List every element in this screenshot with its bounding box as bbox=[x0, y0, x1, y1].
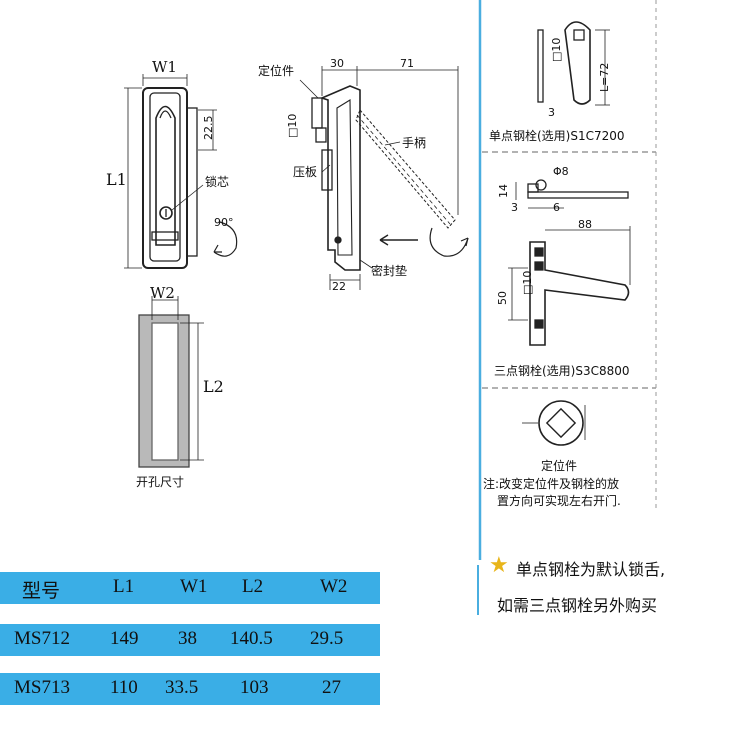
cell-l2: 103 bbox=[240, 677, 269, 698]
notice-line2: 如需三点钢栓另外购买 bbox=[497, 596, 658, 615]
dim-sq10-three: □10 bbox=[521, 270, 534, 295]
dim-sq10-side: □10 bbox=[286, 113, 299, 138]
dim-30: 30 bbox=[330, 57, 344, 70]
dim-22: 22 bbox=[332, 280, 346, 293]
header-l2: L2 bbox=[242, 576, 264, 597]
dim-sq10-single: □10 bbox=[550, 37, 563, 62]
three-bolt-caption: 三点钢栓(选用)S3C8800 bbox=[494, 364, 630, 378]
single-bolt-caption: 单点钢栓(选用)S1C7200 bbox=[489, 129, 625, 143]
dim-l72: L=72 bbox=[598, 62, 611, 92]
cutout-drawing bbox=[138, 296, 204, 468]
dim-50: 50 bbox=[496, 291, 509, 305]
locator-caption: 定位件 bbox=[541, 459, 578, 473]
side-view-lock bbox=[299, 66, 469, 290]
single-bolt-drawing bbox=[537, 21, 610, 106]
dim-88: 88 bbox=[578, 218, 592, 231]
star-icon: ★ bbox=[489, 553, 509, 578]
header-w2: W2 bbox=[320, 576, 348, 597]
locator-note-line1: 注:改变定位件及钢栓的放 bbox=[483, 477, 620, 491]
dim-phi8: Φ8 bbox=[553, 165, 569, 178]
front-view-lock bbox=[124, 74, 238, 269]
handle-label: 手柄 bbox=[402, 136, 427, 150]
w2-label: W2 bbox=[150, 284, 175, 302]
cell-model: MS712 bbox=[14, 628, 70, 649]
w1-label: W1 bbox=[152, 58, 177, 76]
positioning-part-label: 定位件 bbox=[258, 64, 295, 78]
dim-71: 71 bbox=[400, 57, 414, 70]
cell-w1: 38 bbox=[178, 628, 197, 649]
dim-14: 14 bbox=[497, 184, 510, 198]
header-l1: L1 bbox=[113, 576, 135, 597]
header-w1: W1 bbox=[180, 576, 208, 597]
dim-6: 6 bbox=[553, 201, 560, 214]
lock-core-label: 锁芯 bbox=[205, 175, 230, 189]
seal-gasket-label: 密封垫 bbox=[371, 264, 408, 278]
dim-3-three: 3 bbox=[511, 201, 518, 214]
cell-w1: 33.5 bbox=[165, 677, 199, 698]
table-header-row: 型号 L1 W1 L2 W2 bbox=[0, 572, 380, 604]
table-row: MS712 149 38 140.5 29.5 bbox=[0, 624, 380, 656]
l1-label: L1 bbox=[106, 170, 127, 189]
three-bolt-drawing bbox=[508, 179, 631, 346]
notice-line1: 单点钢栓为默认锁舌, bbox=[516, 560, 666, 579]
locator-note-line2: 置方向可实现左右开门. bbox=[497, 494, 621, 508]
dim-3-single: 3 bbox=[548, 106, 555, 119]
rotation-label: 90° bbox=[214, 216, 234, 229]
cell-model: MS713 bbox=[14, 677, 70, 698]
cell-l2: 140.5 bbox=[230, 628, 273, 649]
dim-22-5: 22.5 bbox=[202, 115, 215, 141]
cell-w2: 29.5 bbox=[310, 628, 344, 649]
locator-drawing bbox=[522, 400, 586, 446]
cell-w2: 27 bbox=[322, 677, 341, 698]
table-row: MS713 110 33.5 103 27 bbox=[0, 673, 380, 705]
cell-l1: 110 bbox=[110, 677, 138, 698]
cutout-caption: 开孔尺寸 bbox=[136, 475, 185, 489]
header-model: 型号 bbox=[22, 581, 61, 602]
cell-l1: 149 bbox=[110, 628, 139, 649]
l2-label: L2 bbox=[203, 377, 224, 396]
press-plate-label: 压板 bbox=[293, 165, 318, 179]
